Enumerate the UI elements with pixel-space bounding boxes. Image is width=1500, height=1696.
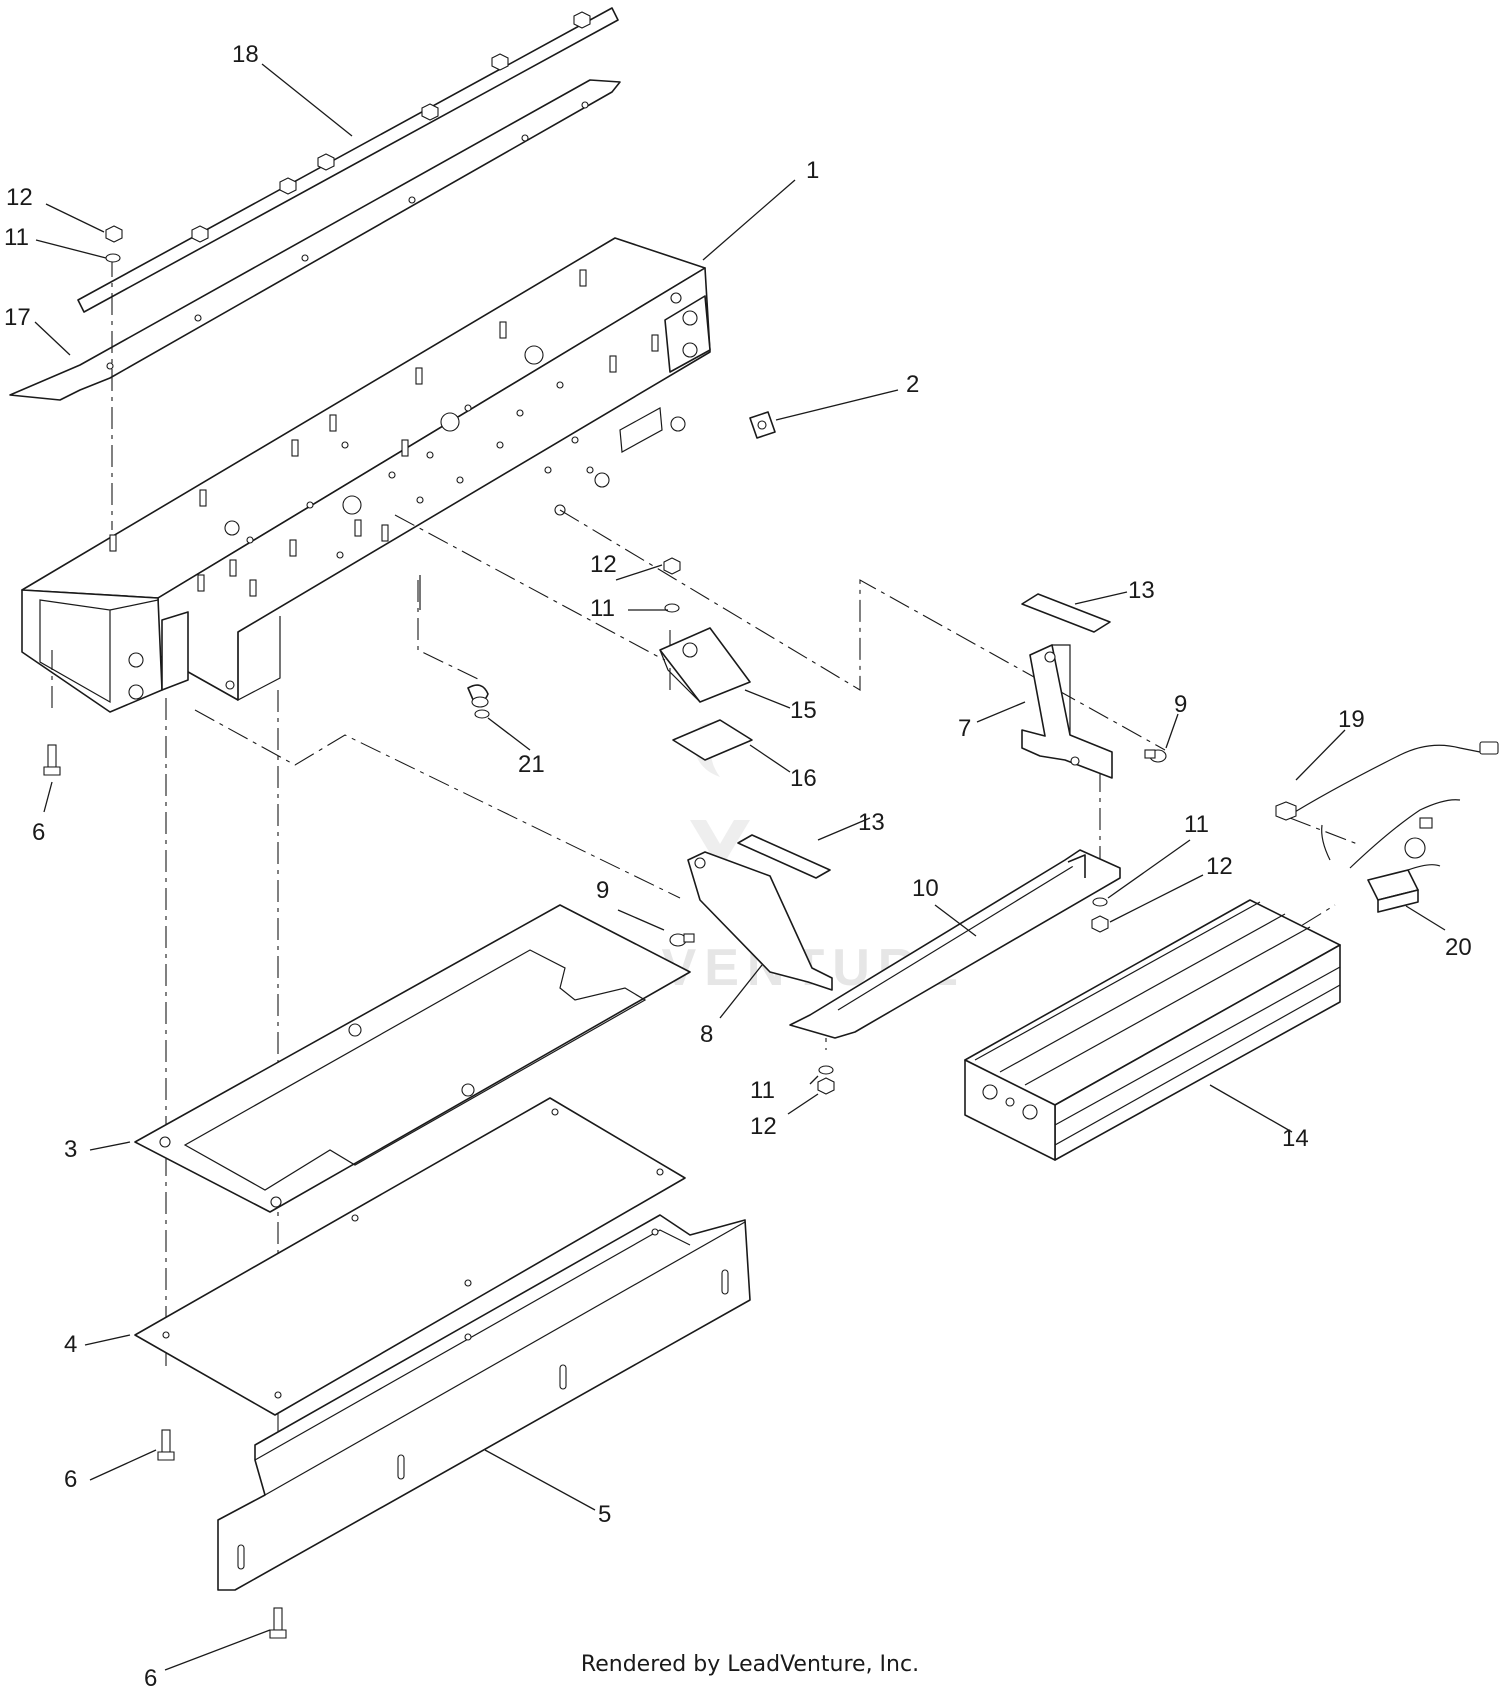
part-18-strip	[77, 7, 619, 313]
part-4-base-plate	[134, 1097, 686, 1416]
callout-6a: 6	[32, 819, 45, 846]
callout-11a: 11	[4, 224, 29, 251]
part-1-main-frame	[21, 237, 711, 713]
part-11-12-nuts-washers	[105, 225, 1109, 1095]
callout-9a: 9	[1174, 691, 1187, 718]
callout-6b: 6	[64, 1466, 77, 1493]
part-8-bracket	[687, 851, 833, 991]
callout-21: 21	[518, 751, 545, 778]
callout-labels: 18 1 2 12 11 17 6 6 6 3 4 5 12 11 15 16 …	[4, 41, 1472, 1692]
callout-3: 3	[64, 1136, 77, 1163]
callout-12d: 12	[750, 1113, 777, 1140]
callout-17: 17	[4, 304, 31, 331]
callout-2: 2	[906, 371, 919, 398]
callout-11d: 11	[750, 1077, 775, 1104]
callout-13b: 13	[858, 809, 885, 836]
part-15-clip	[659, 627, 751, 703]
callout-13a: 13	[1128, 577, 1155, 604]
part-9-screws	[669, 749, 1167, 947]
part-20-connector	[1367, 864, 1441, 913]
callout-7: 7	[958, 715, 971, 742]
part-5-angle-bracket	[217, 1214, 751, 1591]
callout-6c: 6	[144, 1665, 157, 1692]
callout-19: 19	[1338, 706, 1365, 733]
part-7-bracket	[1021, 644, 1113, 779]
callout-10: 10	[912, 875, 939, 902]
callout-9b: 9	[596, 877, 609, 904]
callout-4: 4	[64, 1331, 77, 1358]
leader-lines	[34, 63, 1446, 1671]
part-6-bolts	[43, 744, 287, 1639]
callout-14: 14	[1282, 1125, 1309, 1152]
callout-18: 18	[232, 41, 259, 68]
part-13-pads	[737, 593, 1111, 879]
callout-16: 16	[790, 765, 817, 792]
callout-11b: 11	[590, 595, 615, 622]
part-2-gasket	[749, 411, 776, 439]
callout-11c: 11	[1184, 811, 1209, 838]
callout-1: 1	[806, 157, 819, 184]
part-21-clamp	[467, 684, 490, 719]
part-10-angle	[789, 849, 1121, 1039]
part-19-harness	[1275, 741, 1499, 869]
callout-8: 8	[700, 1021, 713, 1048]
callout-15: 15	[790, 697, 817, 724]
callout-12a: 12	[6, 184, 33, 211]
callout-20: 20	[1445, 934, 1472, 961]
part-16-pad	[672, 719, 753, 761]
part-17-cover-plate	[9, 79, 621, 401]
callout-12c: 12	[1206, 853, 1233, 880]
footer-credit: Rendered by LeadVenture, Inc.	[580, 1652, 920, 1677]
callout-5: 5	[598, 1501, 611, 1528]
callout-12b: 12	[590, 551, 617, 578]
part-14-controller	[964, 899, 1341, 1161]
part-3-gasket-plate	[134, 904, 691, 1213]
